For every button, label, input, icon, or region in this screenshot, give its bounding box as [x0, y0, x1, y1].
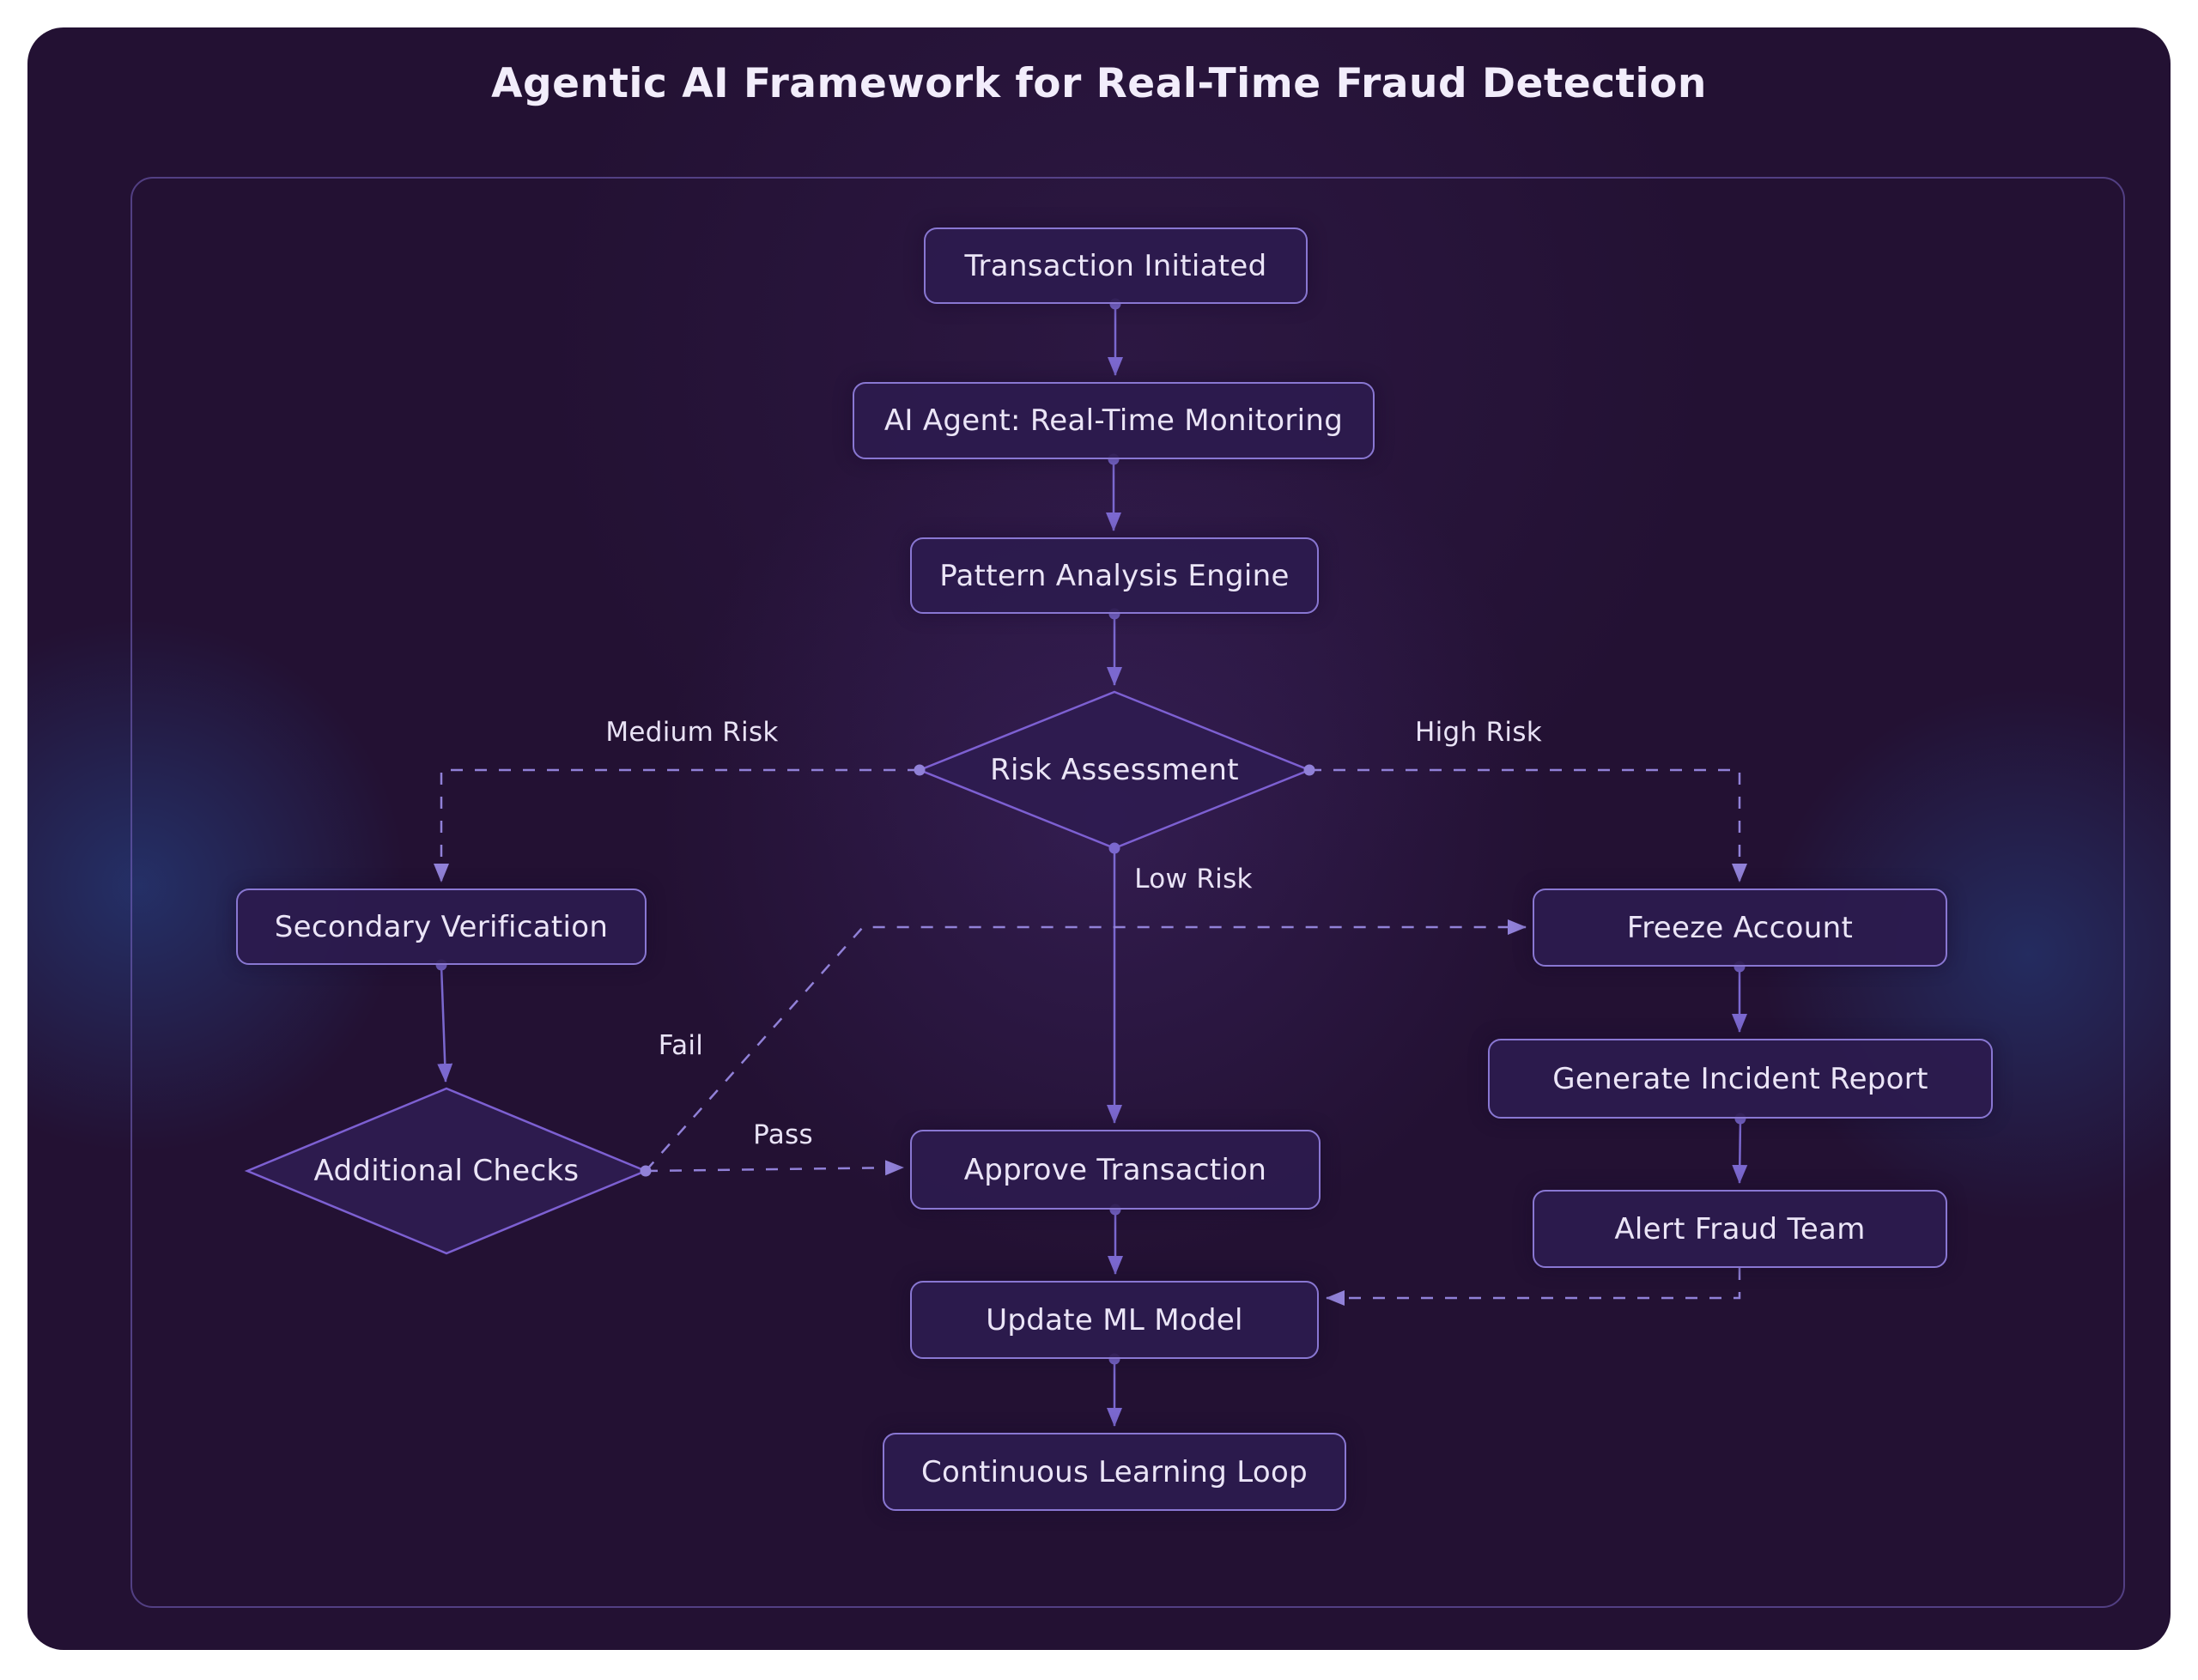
dot-risk-right-vertex: [1303, 764, 1315, 776]
node-update-ml-model: Update ML Model: [910, 1281, 1319, 1359]
dot-risk-left-vertex: [914, 764, 926, 776]
node-secondary-verification-label: Secondary Verification: [274, 909, 609, 944]
diagram-frame-border: [131, 177, 2125, 1608]
node-approve-transaction-label: Approve Transaction: [963, 1152, 1267, 1187]
node-alert-fraud-team: Alert Fraud Team: [1533, 1190, 1947, 1268]
node-transaction-initiated-label: Transaction Initiated: [964, 248, 1267, 283]
node-ai-agent-monitoring-label: AI Agent: Real-Time Monitoring: [883, 403, 1344, 438]
node-pattern-analysis-engine: Pattern Analysis Engine: [910, 537, 1319, 614]
node-continuous-learning-loop: Continuous Learning Loop: [883, 1433, 1346, 1511]
edge-label-medium-risk: Medium Risk: [605, 717, 779, 748]
node-freeze-account-label: Freeze Account: [1626, 910, 1854, 945]
edge-alert-to-update: [1326, 1268, 1741, 1306]
node-continuous-learning-loop-label: Continuous Learning Loop: [921, 1454, 1308, 1489]
node-freeze-account: Freeze Account: [1533, 889, 1947, 967]
edge-label-pass: Pass: [753, 1119, 813, 1150]
node-transaction-initiated: Transaction Initiated: [924, 227, 1308, 304]
edge-label-fail: Fail: [658, 1030, 704, 1061]
node-risk-assessment-label: Risk Assessment: [990, 753, 1239, 787]
node-update-ml-model-label: Update ML Model: [986, 1302, 1243, 1337]
node-alert-fraud-team-label: Alert Fraud Team: [1614, 1211, 1866, 1246]
edge-secondary-to-additional: [437, 964, 453, 1083]
dot-additional-right-vertex: [640, 1165, 652, 1177]
page-title: Agentic AI Framework for Real-Time Fraud…: [491, 60, 1707, 107]
node-additional-checks-label: Additional Checks: [313, 1154, 580, 1188]
node-approve-transaction: Approve Transaction: [910, 1130, 1321, 1210]
node-secondary-verification: Secondary Verification: [236, 889, 647, 965]
node-generate-incident-report: Generate Incident Report: [1488, 1039, 1993, 1119]
edge-risk-to-freeze-highrisk: [1309, 768, 1747, 882]
additional-checks-diamond: [244, 1087, 649, 1255]
node-generate-incident-report-label: Generate Incident Report: [1552, 1061, 1928, 1096]
node-ai-agent-monitoring: AI Agent: Real-Time Monitoring: [853, 382, 1375, 459]
edge-label-high-risk: High Risk: [1414, 717, 1543, 748]
node-pattern-analysis-engine-label: Pattern Analysis Engine: [939, 558, 1290, 593]
edge-label-low-risk: Low Risk: [1134, 864, 1253, 895]
edge-additional-to-approve-pass: [645, 1160, 904, 1176]
dot-risk-bottom: [1108, 842, 1120, 854]
edge-risk-to-secondary-mediumrisk: [434, 768, 920, 882]
